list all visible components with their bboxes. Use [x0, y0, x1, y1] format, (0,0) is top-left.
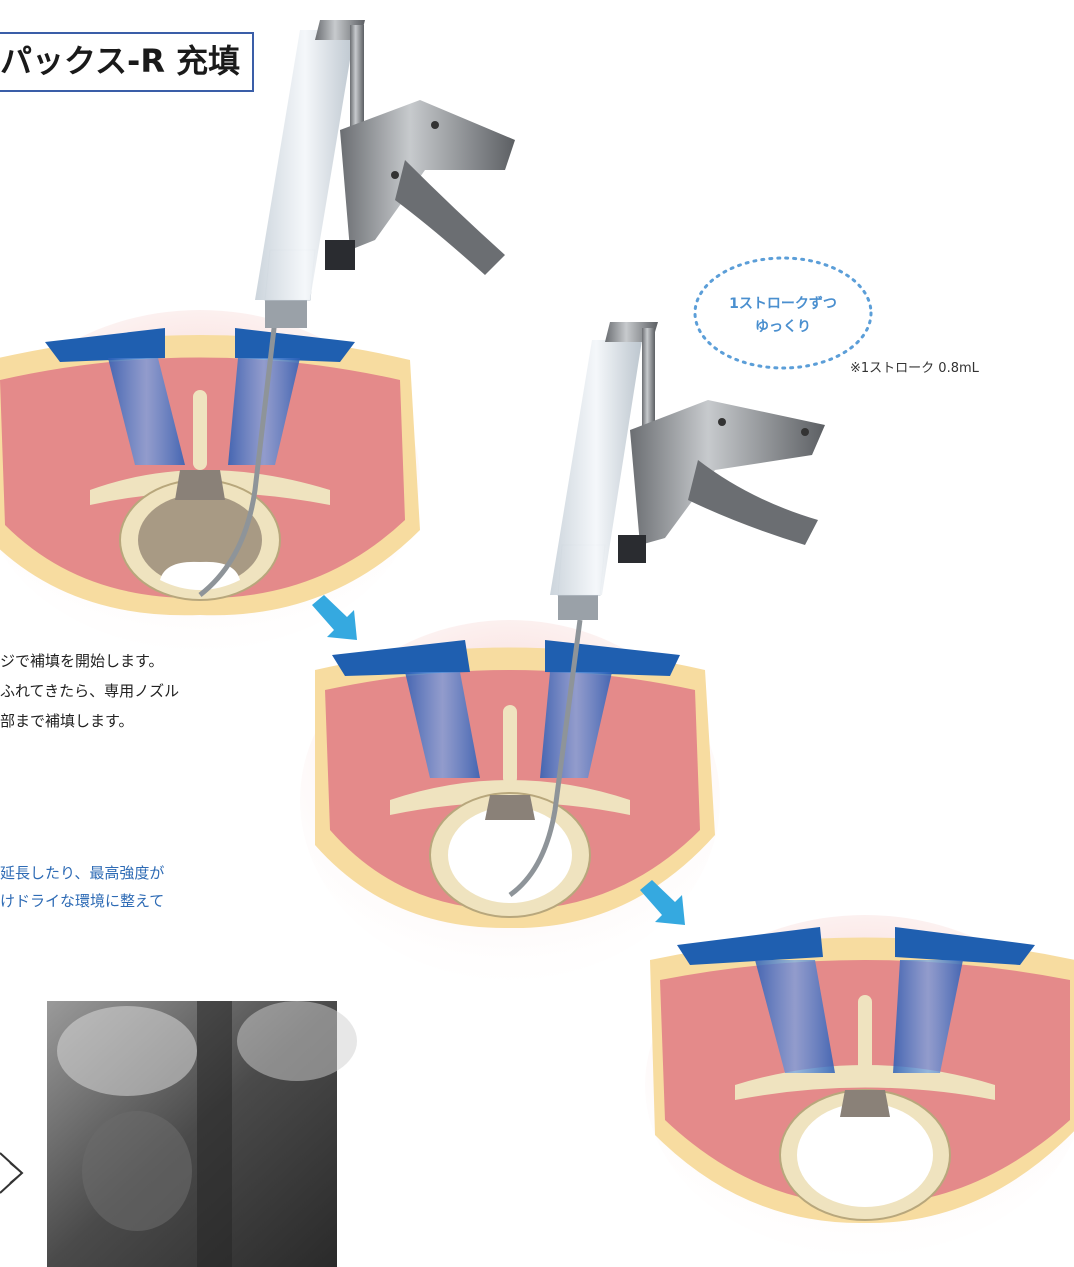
cross-section-2	[300, 620, 720, 980]
cross-section-3	[645, 915, 1074, 1255]
xray-image	[47, 1001, 357, 1267]
instruction-line-1: ジで補填を開始します。	[0, 650, 164, 672]
stroke-bubble-line1: 1ストロークずつ	[690, 293, 876, 313]
xray-arrow-icon	[0, 1153, 22, 1193]
instruction-line-2: ふれてきたら、専用ノズル	[0, 680, 179, 702]
stroke-bubble	[695, 258, 871, 368]
instruction-line-3: 部まで補填します。	[0, 710, 134, 732]
cross-section-1	[0, 310, 420, 650]
caution-line-2: けドライな環境に整えて	[0, 890, 164, 912]
caution-line-1: 延長したり、最高強度が	[0, 862, 164, 884]
stroke-volume-note: ※1ストローク 0.8mL	[850, 357, 979, 376]
stroke-bubble-line2: ゆっくり	[690, 316, 876, 336]
bone-filler-gun-1	[255, 20, 515, 328]
